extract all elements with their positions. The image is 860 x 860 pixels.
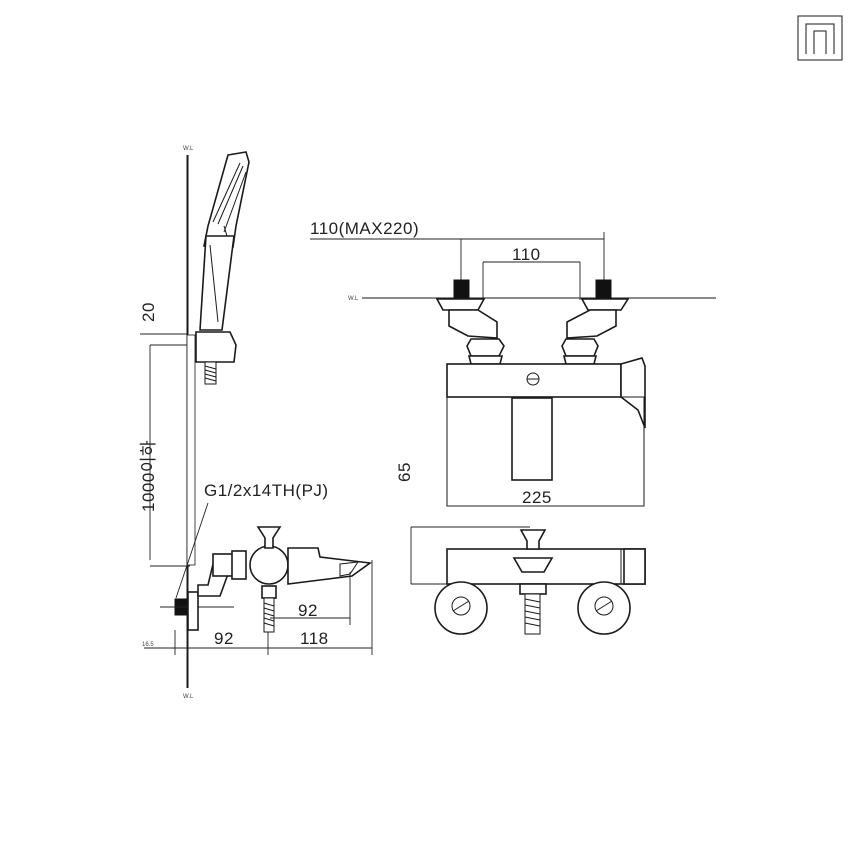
hand-shower bbox=[195, 151, 250, 385]
dim-118-label: 118 bbox=[300, 629, 329, 648]
thread-spec-label: G1/2x14TH(PJ) bbox=[204, 481, 329, 500]
wl-label-front: W.L bbox=[348, 296, 359, 302]
wl-label-top: W.L bbox=[183, 146, 194, 152]
dim-110-label: 110 bbox=[512, 245, 541, 264]
mixer-side bbox=[212, 526, 373, 633]
brand-logo bbox=[797, 15, 843, 61]
wl-label-bottom: W.L bbox=[183, 694, 194, 700]
mixer-front bbox=[446, 357, 646, 507]
dim-65-label: 65 bbox=[395, 462, 414, 482]
dim-92-spout-label: 92 bbox=[298, 601, 318, 620]
dim-92-bottom-label: 92 bbox=[214, 629, 234, 648]
dim-225-label: 225 bbox=[522, 488, 552, 507]
height-range-label: 1000이하 bbox=[139, 440, 158, 512]
dim-110-max-label: 110(MAX220) bbox=[310, 219, 419, 238]
front-view: W.L 110(MAX220) 110 bbox=[310, 219, 716, 635]
mixer-bottom-view bbox=[434, 529, 646, 635]
dim-16-5-label: 16.5 bbox=[142, 642, 154, 648]
side-view: 20 1000이하 G1/2x14TH(PJ) 92 bbox=[139, 146, 373, 700]
dim-20-label: 20 bbox=[139, 302, 158, 322]
eccentric-right bbox=[561, 298, 630, 365]
eccentric-left bbox=[435, 298, 505, 365]
